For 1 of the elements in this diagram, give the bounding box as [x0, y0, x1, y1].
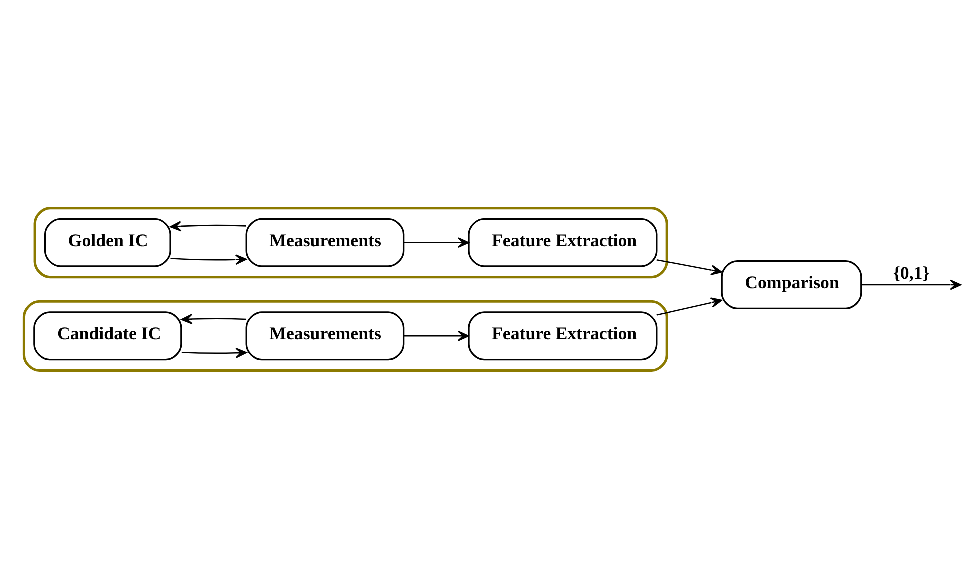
edge-label: {0,1}: [893, 262, 930, 283]
